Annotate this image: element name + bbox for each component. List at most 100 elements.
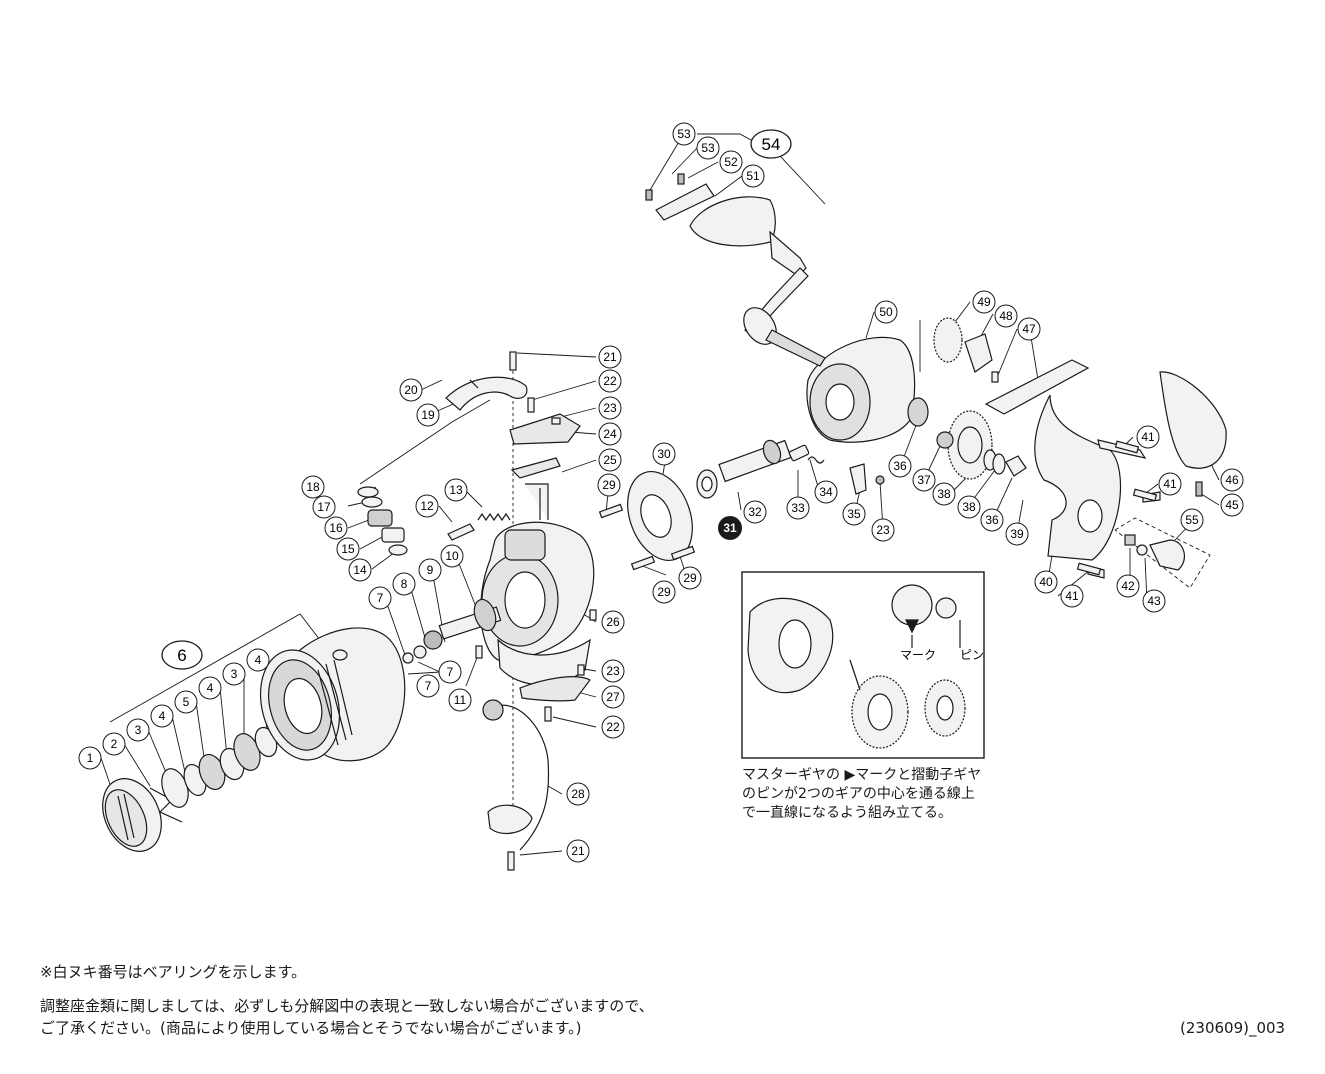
callout-number: 45 [1225, 498, 1239, 512]
group-label-handle-text: 54 [762, 135, 781, 154]
callout-circle [392, 572, 416, 596]
ball-bearing-31 [696, 469, 718, 499]
callout-circle [874, 300, 898, 324]
reel-body [806, 336, 916, 443]
callout-circle [150, 704, 174, 728]
shim-note-line-1: 調整座金類に関しましては、必ずしも分解図中の表現と一致しない場合がございますので… [40, 997, 654, 1015]
callout-c17: 17 [312, 495, 336, 519]
callout-circle [348, 558, 372, 582]
callout-c7b: 7 [438, 660, 462, 684]
callout-circle [440, 544, 464, 568]
callout-number: 41 [1163, 477, 1177, 491]
callout-circle [1220, 468, 1244, 492]
callout-number: 12 [420, 499, 434, 513]
callout-c1: 1 [78, 746, 102, 770]
callout-c9: 9 [418, 558, 442, 582]
callout-circle [696, 136, 720, 160]
callout-number: 32 [748, 505, 762, 519]
callout-c33: 33 [786, 496, 810, 520]
callout-c3b: 3 [222, 662, 246, 686]
callout-circle [597, 473, 621, 497]
callout-number: 9 [427, 563, 434, 577]
handle-assembly [645, 173, 826, 367]
line-roller-parts [357, 486, 408, 556]
callout-number: 47 [1022, 322, 1036, 336]
callout-number: 53 [677, 127, 691, 141]
callout-circle [932, 482, 956, 506]
callout-number: 29 [683, 571, 697, 585]
callout-circle [601, 715, 625, 739]
stopper-parts [788, 444, 885, 495]
callout-c41b: 41 [1158, 472, 1182, 496]
callout-circle [324, 516, 348, 540]
callout-number: 7 [425, 679, 432, 693]
callout-number: 38 [937, 487, 951, 501]
spool [259, 627, 406, 762]
callout-number: 18 [306, 480, 320, 494]
callout-c23c: 23 [871, 518, 895, 542]
callout-circle [598, 369, 622, 393]
callout-c4a: 4 [150, 704, 174, 728]
callout-number: 38 [962, 500, 976, 514]
callout-number: 8 [401, 577, 408, 591]
drag-knob [102, 778, 162, 852]
callout-circle [336, 537, 360, 561]
bail-wire [482, 676, 591, 851]
callout-number: 33 [791, 501, 805, 515]
callout-number: 50 [879, 305, 893, 319]
callout-number: 24 [603, 427, 617, 441]
callout-c25: 25 [598, 448, 622, 472]
callout-circle [743, 500, 767, 524]
callout-number: 29 [602, 478, 616, 492]
callout-number: 26 [606, 615, 620, 629]
callout-number: 13 [449, 483, 463, 497]
callout-c55: 55 [1180, 508, 1204, 532]
callout-circle [912, 468, 936, 492]
callout-c7c: 7 [416, 674, 440, 698]
callout-c22b: 22 [601, 715, 625, 739]
callout-c20: 20 [399, 378, 423, 402]
callout-c23a: 23 [598, 396, 622, 420]
callout-c41a: 41 [1136, 425, 1160, 449]
callout-c23b: 23 [601, 659, 625, 683]
drag-washers [161, 726, 278, 808]
bail-arm-upper [445, 376, 528, 411]
callout-number: 36 [893, 459, 907, 473]
callout-number: 23 [603, 401, 617, 415]
diagram-code: (230609)_003 [1180, 1019, 1286, 1037]
callout-circle [415, 494, 439, 518]
callout-c38b: 38 [957, 495, 981, 519]
callout-number: 2 [111, 737, 118, 751]
callout-circle [1136, 425, 1160, 449]
callout-circle [814, 480, 838, 504]
callout-circle [741, 164, 765, 188]
callout-circle [842, 502, 866, 526]
callout-number: 52 [724, 155, 738, 169]
bearing-note: ※白ヌキ番号はベアリングを示します。 [40, 963, 307, 981]
callout-circle [444, 478, 468, 502]
callout-c18: 18 [301, 475, 325, 499]
callout-c36a: 36 [888, 454, 912, 478]
callout-c4c: 4 [246, 648, 270, 672]
callout-number: 22 [603, 374, 617, 388]
group-label-handle: 54 [750, 129, 792, 159]
callout-number: 39 [1010, 527, 1024, 541]
callout-c43: 43 [1142, 589, 1166, 613]
callout-number: 41 [1141, 430, 1155, 444]
callout-c10: 10 [440, 544, 464, 568]
callout-c42: 42 [1116, 574, 1140, 598]
callout-number: 37 [917, 473, 931, 487]
callout-c38a: 38 [932, 482, 956, 506]
callout-number: 23 [606, 664, 620, 678]
callout-c32: 32 [743, 500, 767, 524]
callout-c21b: 21 [566, 839, 590, 863]
callout-number: 46 [1225, 473, 1239, 487]
callout-c28: 28 [566, 782, 590, 806]
callout-number: 25 [603, 453, 617, 467]
rotor [480, 483, 595, 686]
callout-number: 4 [207, 681, 214, 695]
callout-number: 10 [445, 549, 459, 563]
callout-circle [678, 566, 702, 590]
callout-circle [652, 442, 676, 466]
